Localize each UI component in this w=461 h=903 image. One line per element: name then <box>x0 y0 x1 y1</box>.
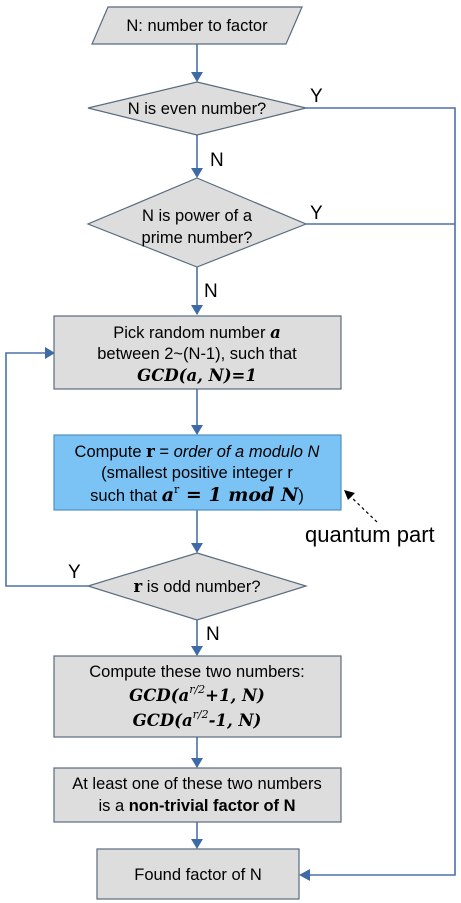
arrowhead <box>299 869 310 881</box>
node-labels: N: number to factor N is even number? N … <box>72 17 321 884</box>
edge-label-power-yes: Y <box>310 203 323 224</box>
edge-labels: Y N Y N Y N <box>68 86 323 645</box>
arrowhead <box>191 646 203 656</box>
edge-label-power-no: N <box>204 281 218 302</box>
quantum-part-annotation: quantum part <box>305 522 435 547</box>
arrowhead <box>191 425 203 435</box>
edge-odd-yes-loop <box>5 352 88 587</box>
output-label: Found factor of N <box>134 866 261 884</box>
pick-label-line2: between 2~(N-1), such that <box>97 345 297 363</box>
edge-even-yes-to-output <box>306 107 456 876</box>
arrowhead <box>191 305 203 315</box>
annotation-pointer <box>349 495 378 523</box>
compute-order-line1: Compute r = order of a modulo N <box>75 442 320 461</box>
power-check-label-line1: N is power of a <box>142 207 253 225</box>
pick-label-line3: GCD(a, N)=1 <box>137 366 257 385</box>
arrowhead <box>45 347 55 359</box>
edge-label-even-no: N <box>210 150 224 171</box>
compute-two-line1: Compute these two numbers: <box>89 663 305 681</box>
input-node <box>91 6 303 45</box>
arrowhead <box>191 758 203 768</box>
power-check-label-line2: prime number? <box>142 229 253 247</box>
edge-label-odd-yes: Y <box>68 562 81 583</box>
odd-check-node <box>85 552 309 621</box>
arrowhead <box>191 168 203 178</box>
power-check-node <box>86 177 308 268</box>
compute-order-line2: (smallest positive integer r <box>101 464 293 482</box>
odd-check-label: r is odd number? <box>133 577 260 596</box>
compute-two-node <box>53 655 342 738</box>
arrowhead <box>191 72 203 82</box>
even-check-label: N is even number? <box>128 100 267 118</box>
pick-label-line1: Pick random number a <box>113 323 281 342</box>
compute-order-line3: such that ar = 1 mod N) <box>90 483 304 506</box>
compute-two-gcd1: GCD(ar/2+1, N) <box>129 683 265 705</box>
even-check-node <box>87 81 307 136</box>
arrowhead <box>191 543 203 553</box>
annotation-arrowhead <box>344 490 355 500</box>
factor-line2: is a non-trivial factor of N <box>98 797 295 815</box>
input-label: N: number to factor <box>126 17 268 35</box>
compute-order-node <box>53 434 342 511</box>
arrowhead <box>191 839 203 849</box>
output-node <box>96 848 300 900</box>
factor-node <box>53 767 342 823</box>
pick-node <box>53 315 342 390</box>
shapes <box>53 6 342 900</box>
factor-line1: At least one of these two numbers <box>72 775 321 793</box>
edge-label-even-yes: Y <box>310 86 323 107</box>
edge-label-odd-no: N <box>206 624 220 645</box>
compute-two-gcd2: GCD(ar/2-1, N) <box>133 708 262 730</box>
connectors <box>5 44 456 881</box>
